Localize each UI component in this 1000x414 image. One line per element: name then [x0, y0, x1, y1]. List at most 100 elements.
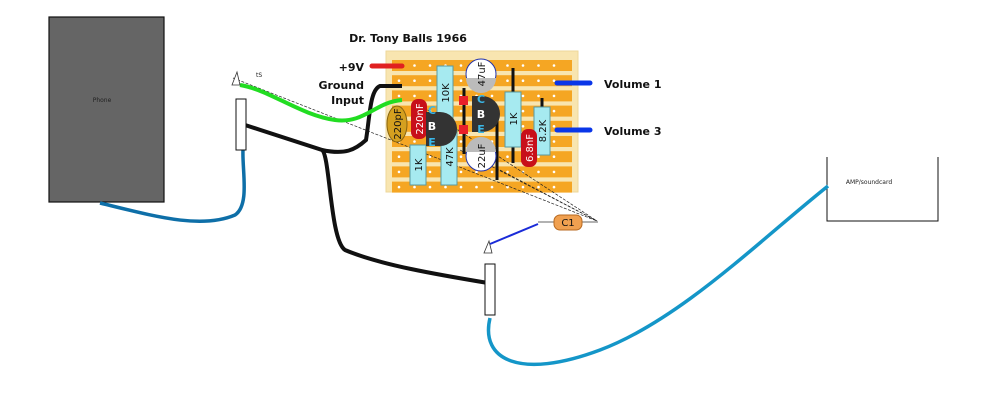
strip-hole — [521, 125, 525, 128]
strip-hole — [521, 64, 525, 67]
svg-text:E: E — [428, 136, 436, 149]
cap-220nf: 220nF — [411, 99, 427, 139]
strip-hole — [552, 79, 556, 82]
strip-hole — [413, 79, 416, 82]
strip-hole — [397, 155, 401, 158]
cap-22uf: 22uF — [465, 137, 497, 172]
strip-hole — [552, 140, 556, 143]
svg-text:B: B — [428, 120, 436, 133]
strip-hole — [459, 140, 463, 143]
strip-hole — [397, 94, 401, 98]
strip-hole — [413, 64, 416, 67]
strip-hole — [397, 170, 401, 174]
svg-text:10K: 10K — [441, 83, 452, 103]
phone-device: Phone — [48, 16, 165, 203]
amp-cable — [486, 184, 830, 367]
svg-text:C: C — [477, 93, 485, 106]
strip-hole — [475, 185, 478, 189]
strip-hole — [552, 185, 556, 189]
strip-hole — [552, 170, 556, 174]
svg-text:47K: 47K — [445, 147, 456, 167]
output-jack — [483, 239, 496, 316]
capacitor-c1: C1 — [553, 214, 583, 231]
label-volume3: Volume 3 — [604, 125, 661, 138]
strip-hole — [475, 170, 478, 174]
strip-hole — [490, 170, 494, 174]
strip-hole — [397, 185, 401, 189]
jack-tip-label: tS — [256, 72, 262, 79]
strip-hole — [506, 64, 509, 67]
strip-hole — [428, 170, 432, 174]
strip-hole — [537, 64, 540, 67]
strip-hole — [459, 185, 463, 189]
cap-220pf: 220pF — [386, 105, 408, 143]
amp-label: AMP/soundcard — [846, 179, 892, 186]
strip-hole — [459, 79, 463, 82]
strip-hole — [552, 94, 556, 98]
svg-text:C1: C1 — [561, 218, 574, 229]
svg-text:1K: 1K — [414, 158, 425, 171]
copper-strip — [392, 90, 572, 102]
jack-tip-icon — [231, 70, 241, 86]
strip-hole — [521, 185, 525, 189]
strip-hole — [444, 185, 447, 189]
label-volume1: Volume 1 — [604, 78, 661, 91]
strip-hole — [537, 185, 540, 189]
strip-hole — [490, 94, 494, 98]
c1-lead-blue — [489, 223, 539, 245]
strip-hole — [552, 109, 556, 113]
strip-hole — [428, 155, 432, 158]
strip-hole — [552, 64, 556, 67]
copper-strip — [392, 166, 572, 178]
amp-device: AMP/soundcard — [826, 157, 939, 222]
phone-cable — [99, 149, 246, 223]
input-wire — [239, 83, 403, 123]
strip-hole — [428, 94, 432, 98]
svg-text:6.8nF: 6.8nF — [525, 134, 536, 162]
strip-hole — [428, 64, 432, 67]
strip-hole — [537, 94, 540, 98]
strip-hole — [428, 79, 432, 82]
strip-hole — [413, 185, 416, 189]
strip-hole — [459, 109, 463, 113]
strip-hole — [413, 140, 416, 143]
label-ground: Ground — [318, 79, 364, 92]
strip-hole — [537, 170, 540, 174]
transistor-q2: C B E — [459, 93, 500, 136]
copper-strip — [392, 181, 572, 193]
strip-hole — [459, 170, 463, 174]
diagram-title: Dr. Tony Balls 1966 — [349, 32, 467, 45]
cap-6-8nf: 6.8nF — [521, 129, 537, 167]
ground-cable — [241, 122, 489, 285]
phone-label: Phone — [93, 97, 112, 104]
strip-hole — [490, 185, 494, 189]
strip-hole — [552, 125, 556, 128]
strip-hole — [459, 155, 463, 158]
strip-hole — [537, 155, 540, 158]
svg-text:47uF: 47uF — [477, 61, 488, 86]
strip-hole — [428, 109, 432, 113]
svg-text:C: C — [428, 104, 436, 117]
strip-hole — [521, 79, 525, 82]
svg-text:220nF: 220nF — [415, 103, 426, 134]
svg-text:220pF: 220pF — [393, 108, 404, 139]
svg-text:E: E — [477, 123, 485, 136]
resistor-1k-bottom: 1K — [409, 144, 427, 186]
strip-hole — [428, 185, 432, 189]
strip-hole — [413, 94, 416, 98]
strip-hole — [506, 79, 509, 82]
label-input: Input — [331, 94, 364, 107]
strip-hole — [552, 155, 556, 158]
transistor-q1: C B E — [426, 104, 457, 149]
jack-tip-icon — [483, 239, 493, 254]
strip-hole — [537, 79, 540, 82]
cap-47uf: 47uF — [465, 58, 497, 93]
resistor-1k-top: 1K — [504, 91, 522, 148]
strip-hole — [397, 79, 401, 82]
strip-hole — [521, 109, 525, 113]
strip-hole — [459, 64, 463, 67]
input-jack: tS — [231, 70, 262, 151]
svg-text:1K: 1K — [509, 112, 520, 125]
strip-hole — [521, 94, 525, 98]
